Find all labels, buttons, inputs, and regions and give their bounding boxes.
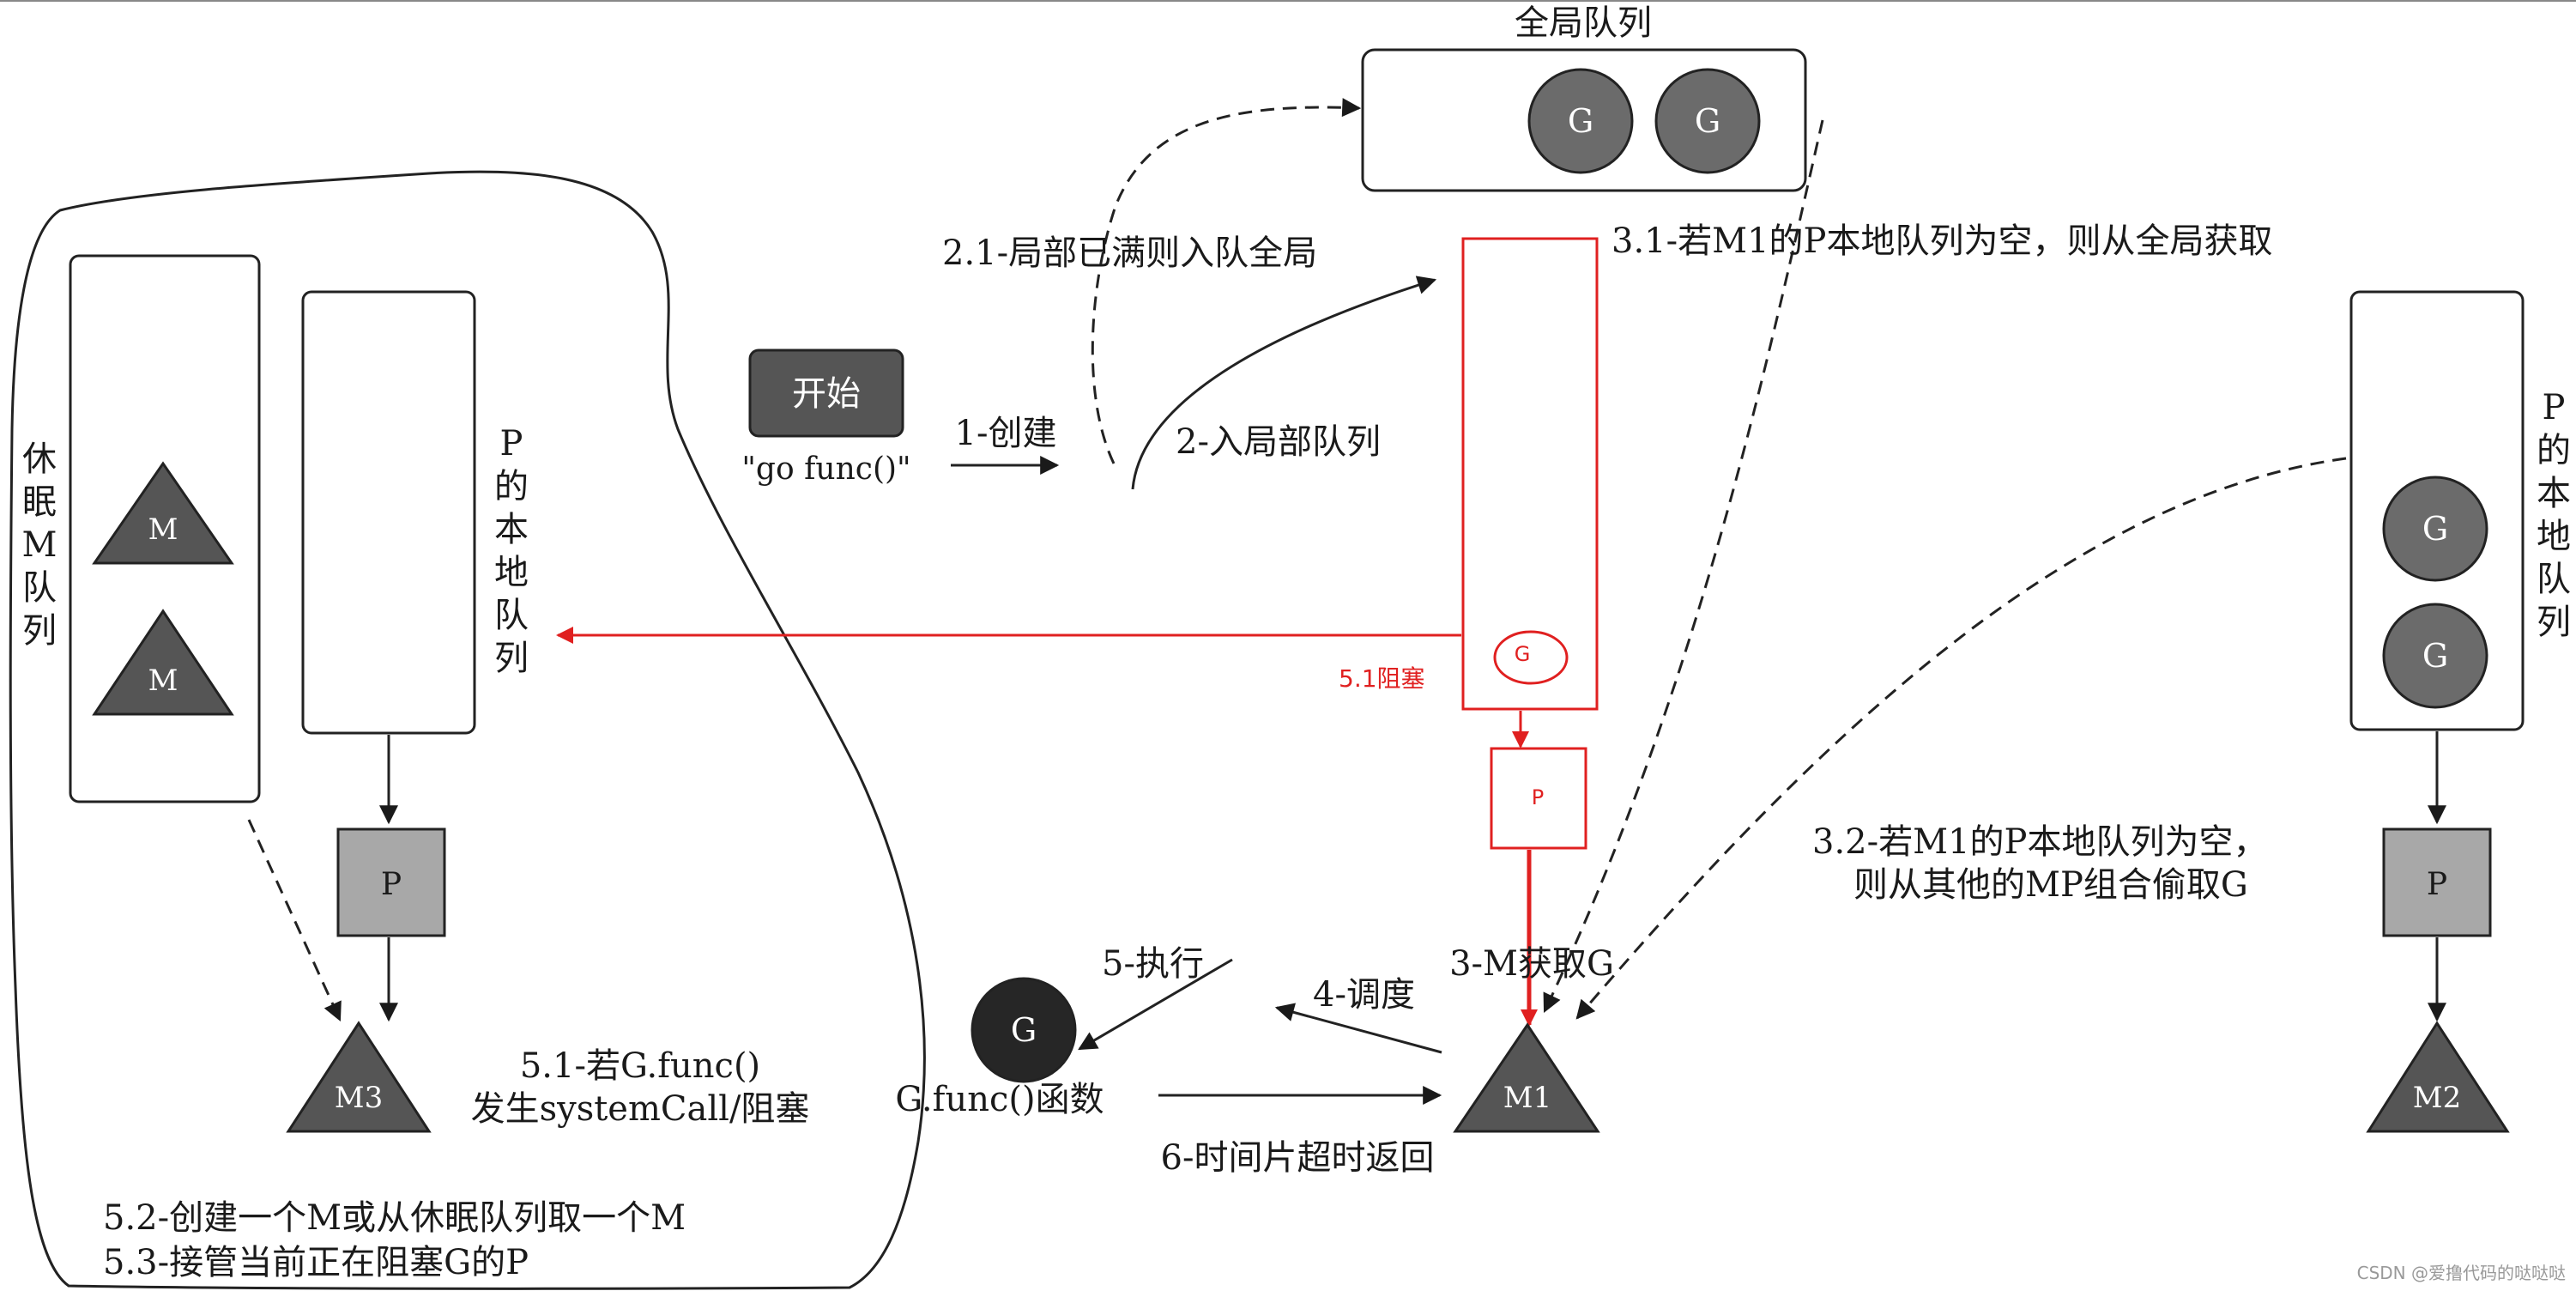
dashed-arrow-steal-to-m1 [1575, 457, 2347, 1020]
schedule-label: 4-调度 [1313, 975, 1415, 1015]
blocked-goroutine [1493, 630, 1569, 685]
timeout-label: 6-时间片超时返回 [1161, 1138, 1435, 1178]
global-goroutine-1-label: G [1568, 102, 1593, 140]
left-local-queue-label-char: 的 [494, 467, 529, 506]
left-processor-p-label: P [381, 867, 402, 902]
center-local-queue [1461, 237, 1599, 711]
right-goroutine-2 [2382, 603, 2488, 709]
right-local-queue-label-char: 本 [2537, 474, 2571, 513]
arrow-schedule [1274, 1003, 1442, 1054]
left-local-queue-label-char: 队 [494, 596, 529, 635]
m-get-g-label: 3-M获取G [1449, 944, 1614, 984]
sleep-m-queue: 休 眠 M 队 列 M M [22, 254, 261, 803]
right-local-queue-label-char: 队 [2537, 560, 2571, 599]
m1-thread [1453, 1022, 1600, 1133]
right-local-queue-label-char: 的 [2537, 431, 2571, 470]
center-processor-p [1490, 747, 1587, 850]
takeover-p-text: 5.3-接管当前正在阻塞G的P [103, 1243, 529, 1282]
right-local-queue-label-char: P [2543, 388, 2566, 427]
dashed-arrow-global-to-m1 [1543, 119, 1824, 1013]
center-processor-p-label: P [1532, 785, 1544, 809]
right-goroutine-1-label: G [2422, 510, 2448, 548]
enqueue-local-label: 2-入局部队列 [1176, 422, 1381, 462]
m2-thread-label: M2 [2413, 1081, 2461, 1115]
create-m-text: 5.2-创建一个M或从休眠队列取一个M [103, 1198, 686, 1238]
sleeping-m-2-label: M [148, 664, 178, 698]
right-local-queue-label-char: 列 [2537, 603, 2571, 642]
global-queue-title: 全局队列 [1515, 3, 1652, 43]
running-goroutine [971, 977, 1077, 1083]
left-local-queue-label-char: 地 [494, 553, 529, 592]
right-goroutine-1 [2382, 476, 2488, 582]
go-func-code: "go func()" [741, 452, 910, 487]
arrow-enqueue-local [1131, 276, 1437, 490]
sleep-queue-label-char: 列 [22, 611, 57, 651]
global-goroutine-2 [1654, 68, 1761, 174]
left-local-queue-label-char: P [500, 424, 523, 464]
right-goroutine-2-label: G [2422, 637, 2448, 675]
steal-label-line1: 3.2-若M1的P本地队列为空， [1812, 822, 2267, 862]
create-edge-label: 1-创建 [955, 414, 1057, 453]
m2-thread [2366, 1021, 2510, 1133]
block-red-label: 5.1阻塞 [1339, 664, 1425, 693]
dashed-arrow-enqueue-global [1091, 98, 1362, 464]
execute-label: 5-执行 [1102, 944, 1204, 984]
csdn-watermark: CSDN @爱撸代码的哒哒哒 [2357, 1263, 2566, 1283]
right-local-queue-label-char: 地 [2537, 517, 2571, 556]
syscall-text-line1: 5.1-若G.func() [520, 1046, 760, 1086]
sleep-queue-label-char: 队 [22, 568, 57, 608]
steal-label-line2: 则从其他的MP组合偷取G [1853, 865, 2248, 905]
start-button-label: 开始 [792, 374, 861, 414]
sleeping-m-2 [92, 609, 234, 716]
left-local-queue-box [301, 290, 476, 735]
sleeping-m-1-label: M [148, 512, 178, 547]
m1-thread-label: M1 [1503, 1081, 1551, 1115]
global-goroutine-2-label: G [1695, 102, 1720, 140]
sleeping-m-1 [92, 461, 234, 565]
left-p-local-queue: P 的 本 地 队 列 [301, 290, 529, 735]
dashed-arrow-sleep-to-m3 [247, 819, 342, 1022]
left-processor-p [336, 827, 446, 937]
right-processor-p-label: P [2427, 867, 2447, 902]
running-goroutine-label: G [1011, 1011, 1037, 1049]
right-processor-p [2382, 827, 2492, 937]
m3-thread-label: M3 [335, 1081, 383, 1115]
sleep-queue-label-char: 眠 [22, 482, 57, 522]
left-local-queue-label-char: 列 [494, 639, 529, 678]
arrow-execute [1078, 958, 1233, 1051]
start-button [748, 349, 904, 438]
sleep-queue-label-char: 休 [22, 439, 57, 479]
syscall-region-outline [9, 170, 926, 1290]
right-p-local-queue: G G P 的 本 地 队 列 [2349, 290, 2571, 731]
global-goroutine-1 [1527, 68, 1634, 174]
from-global-label: 3.1-若M1的P本地队列为空，则从全局获取 [1612, 221, 2272, 261]
global-queue: 全局队列 G G [1361, 3, 1807, 192]
g-func-label: G.func()函数 [895, 1080, 1104, 1119]
m3-thread [286, 1021, 432, 1133]
enqueue-global-label: 2.1-局部已满则入队全局 [942, 233, 1317, 273]
sleep-queue-label-char: M [22, 525, 57, 565]
syscall-text-line2: 发生systemCall/阻塞 [471, 1089, 810, 1129]
blocked-goroutine-label: G [1515, 642, 1531, 666]
left-local-queue-label-char: 本 [494, 510, 529, 549]
